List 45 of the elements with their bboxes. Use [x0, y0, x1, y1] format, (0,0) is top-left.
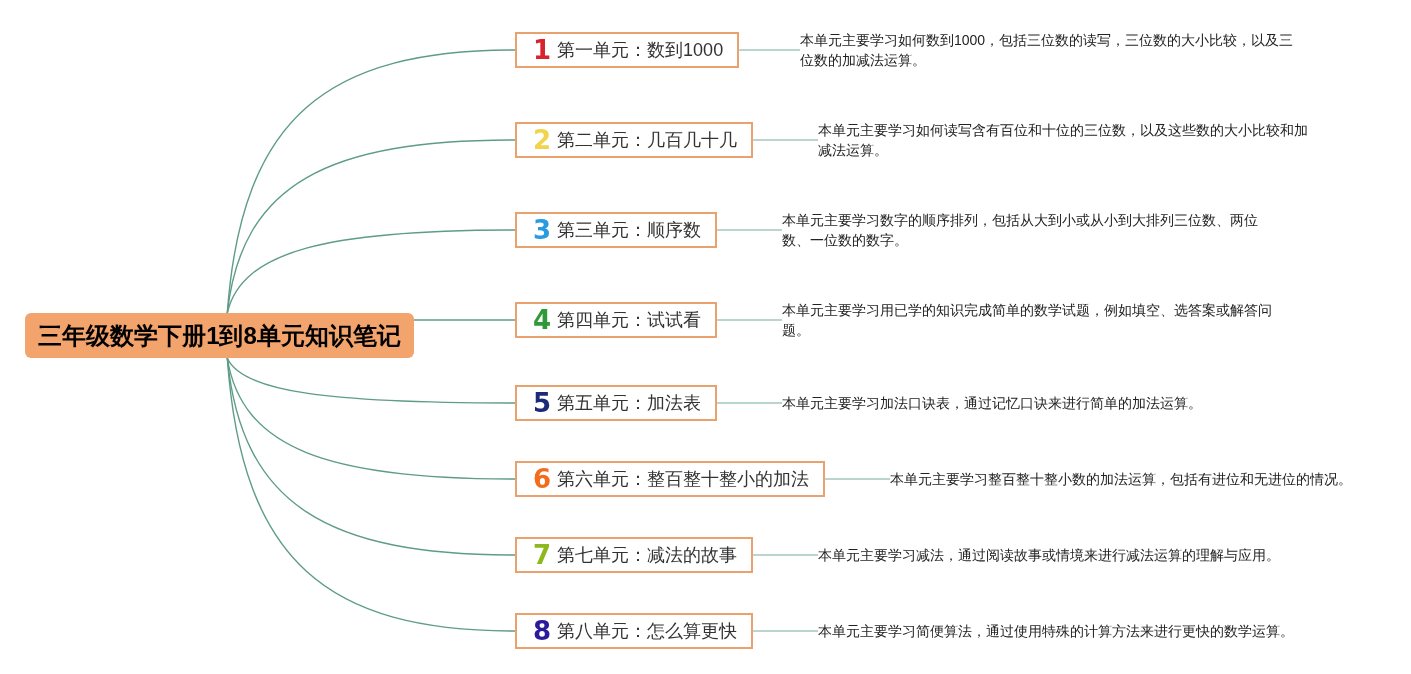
description-text: 本单元主要学习加法口诀表，通过记忆口诀来进行简单的加法运算。: [782, 393, 1202, 413]
unit-number: 5: [533, 390, 552, 416]
description-text: 本单元主要学习整百整十整小数的加法运算，包括有进位和无进位的情况。: [890, 469, 1352, 489]
connector-line: [226, 357, 516, 404]
connector-line: [738, 49, 801, 51]
connector-line: [752, 139, 819, 141]
description-text: 本单元主要学习如何数到1000，包括三位数的读写，三位数的大小比较，以及三位数的加减法运算。: [800, 30, 1298, 70]
description-text: 本单元主要学习简便算法，通过使用特殊的计算方法来进行更快的数学运算。: [818, 621, 1294, 641]
connector-line: [752, 554, 819, 556]
unit-topic-box: [515, 122, 754, 158]
unit-topic-box: [515, 537, 754, 573]
connector-line: [226, 229, 516, 314]
unit-title: 第四单元：试试看: [557, 311, 702, 329]
unit-topic-box: [515, 302, 718, 338]
unit-number: 2: [533, 127, 552, 153]
unit-title: 第六单元：整百整十整小的加法: [557, 470, 810, 488]
unit-number: 4: [533, 307, 552, 333]
unit-number: 6: [533, 466, 552, 492]
unit-title: 第五单元：加法表: [557, 394, 702, 412]
unit-number: 3: [533, 217, 552, 243]
connector-line: [413, 319, 516, 321]
unit-topic-box: [515, 613, 754, 649]
description-text: 本单元主要学习数字的顺序排列，包括从大到小或从小到大排列三位数、两位数、一位数的数字。: [782, 210, 1266, 250]
description-text: 本单元主要学习减法，通过阅读故事或情境来进行减法运算的理解与应用。: [818, 545, 1280, 565]
connector-line: [716, 229, 783, 231]
description-text: 本单元主要学习如何读写含有百位和十位的三位数，以及这些数的大小比较和加减法运算。: [818, 120, 1316, 160]
central-topic: 三年级数学下册1到8单元知识笔记: [25, 313, 414, 358]
unit-topic-box: [515, 461, 826, 497]
unit-number: 8: [533, 618, 552, 644]
unit-title: 第二单元：几百几十几: [557, 131, 738, 149]
connector-line: [716, 319, 783, 321]
unit-topic-box: [515, 32, 740, 68]
unit-topic-box: [515, 385, 718, 421]
connector-line: [824, 478, 891, 480]
unit-title: 第三单元：顺序数: [557, 221, 702, 239]
unit-title: 第七单元：减法的故事: [557, 546, 738, 564]
connector-line: [226, 357, 516, 632]
connector-line: [752, 630, 819, 632]
unit-number: 7: [533, 542, 552, 568]
unit-topic-box: [515, 212, 718, 248]
connector-line: [716, 402, 783, 404]
unit-number: 1: [533, 37, 552, 63]
description-text: 本单元主要学习用已学的知识完成简单的数学试题，例如填空、选答案或解答问题。: [782, 300, 1280, 340]
unit-title: 第一单元：数到1000: [557, 41, 724, 59]
unit-title: 第八单元：怎么算更快: [557, 622, 738, 640]
